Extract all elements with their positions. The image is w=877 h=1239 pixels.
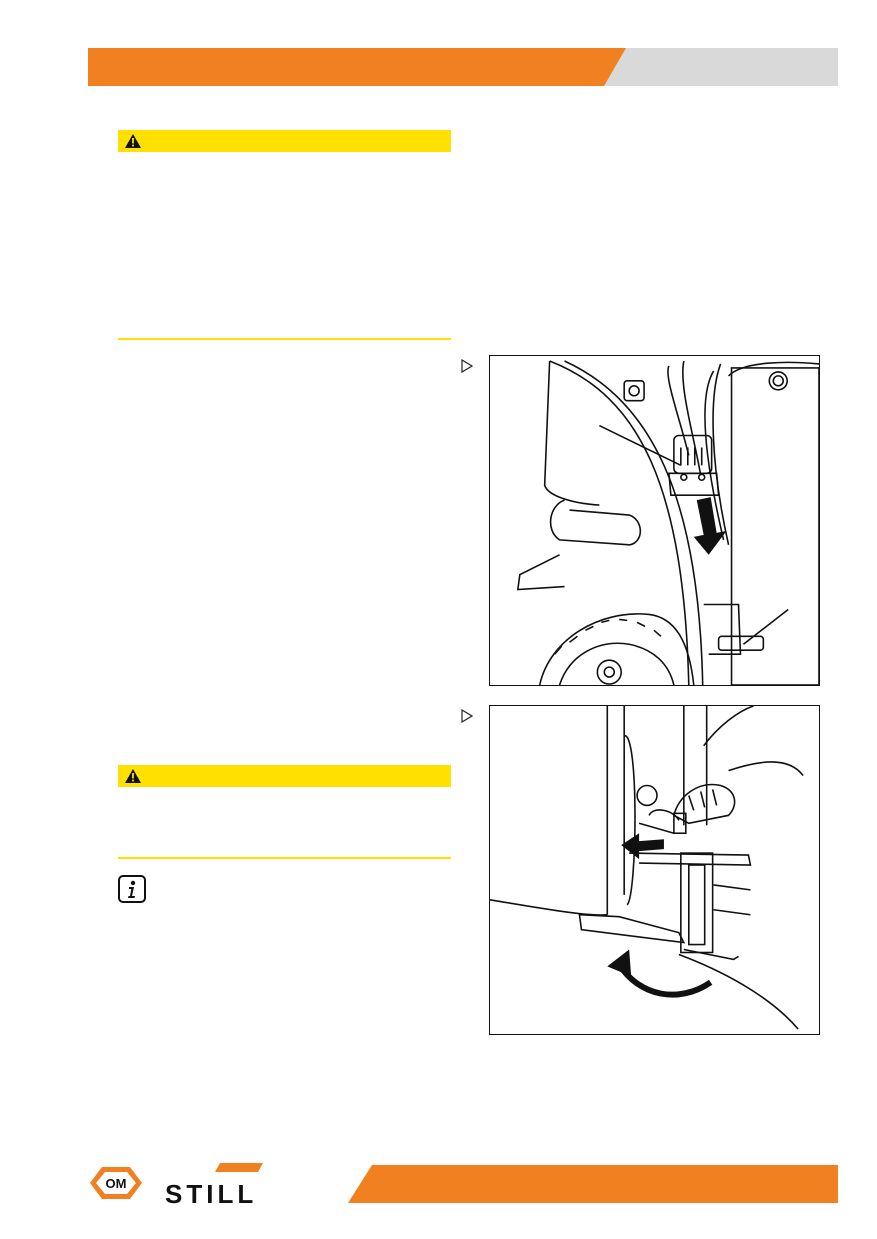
warning-end-rule	[118, 338, 451, 340]
figure-fork-arm-removal	[489, 705, 820, 1035]
figure-marker-icon	[461, 709, 473, 723]
warning-banner	[118, 130, 451, 152]
warning-triangle-icon	[125, 134, 141, 148]
warning-end-rule	[118, 857, 451, 859]
header-band	[88, 48, 838, 86]
warning-banner	[118, 765, 451, 787]
figure-connector-plug	[489, 355, 820, 686]
om-logo: OM	[90, 1167, 142, 1199]
om-logo-text: OM	[106, 1176, 127, 1191]
warning-triangle-icon	[125, 769, 141, 783]
still-logo-text: STILL	[165, 1179, 257, 1205]
info-icon	[118, 875, 146, 903]
figure-marker-icon	[461, 359, 473, 373]
illustration-connector	[516, 360, 819, 685]
illustration-fork-arm	[490, 706, 804, 1030]
footer-band	[348, 1165, 838, 1203]
still-logo: STILL	[165, 1163, 263, 1205]
